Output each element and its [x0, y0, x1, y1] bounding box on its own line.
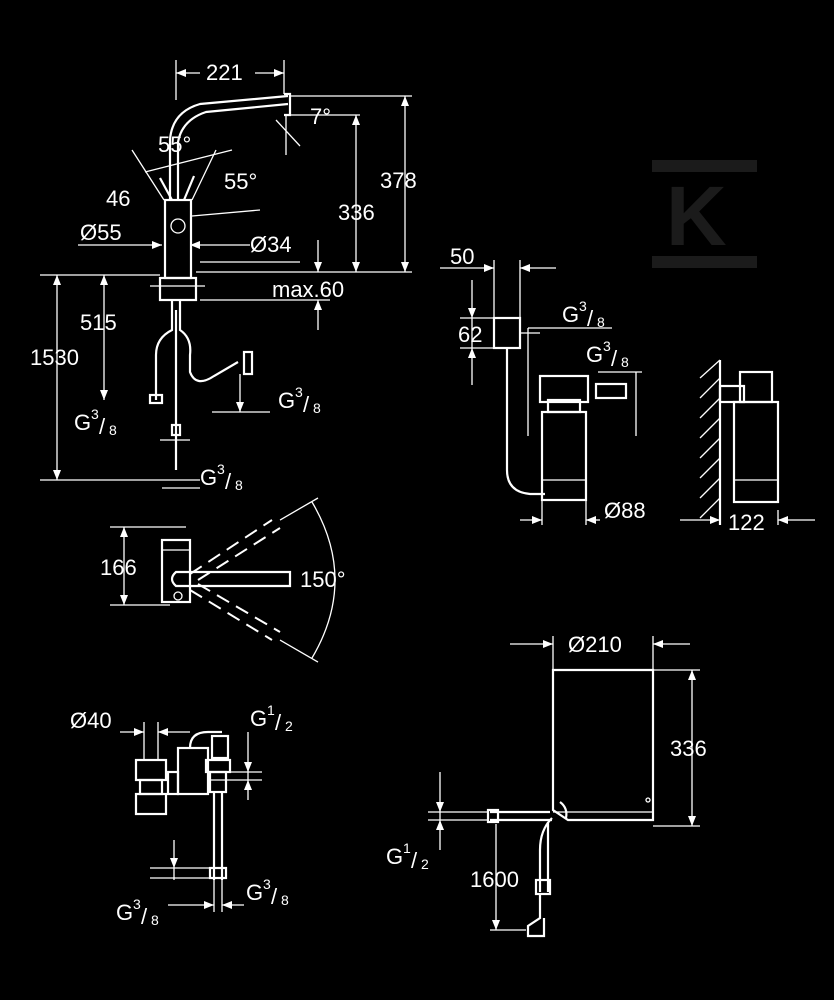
- faucet-drawing: [40, 60, 412, 489]
- svg-text:3: 3: [91, 406, 99, 422]
- faucet-labels: 221 7° 55° 55° 46 Ø55 Ø34 336 378 max.60…: [30, 60, 417, 494]
- dim-total-height: 378: [380, 168, 417, 193]
- faucet-thread-bottom: G 3 / 8: [200, 461, 243, 494]
- svg-text:8: 8: [109, 422, 117, 438]
- angle-handle-right: 55°: [224, 169, 257, 194]
- svg-text:2: 2: [285, 718, 293, 734]
- svg-text:8: 8: [151, 912, 159, 928]
- dim-tap-height: 62: [458, 322, 482, 347]
- svg-text:2: 2: [421, 856, 429, 872]
- svg-text:1: 1: [403, 840, 411, 856]
- dim-wall-distance: 122: [728, 510, 765, 535]
- svg-text:G: G: [562, 302, 579, 327]
- dim-hose-length: 515: [80, 310, 117, 335]
- swivel-drawing: [110, 497, 336, 663]
- angle-swivel-range: 150°: [300, 567, 346, 592]
- svg-text:G: G: [200, 465, 217, 490]
- svg-text:3: 3: [603, 338, 611, 354]
- svg-text:/: /: [141, 904, 148, 929]
- dim-hole-diameter: Ø34: [250, 232, 292, 257]
- filter-thread-side: G 3 / 8: [586, 338, 629, 371]
- svg-text:3: 3: [579, 298, 587, 314]
- filter-drawing: [440, 260, 815, 525]
- svg-text:3: 3: [295, 384, 303, 400]
- faucet-thread-right: G 3 / 8: [278, 384, 321, 417]
- filter-thread-top: G 3 / 8: [562, 298, 605, 331]
- svg-text:3: 3: [217, 461, 225, 477]
- svg-text:G: G: [74, 410, 91, 435]
- dim-total-hose-length: 1530: [30, 345, 79, 370]
- svg-text:8: 8: [313, 400, 321, 416]
- faucet-thread-left: G 3 / 8: [74, 406, 117, 439]
- svg-text:/: /: [611, 346, 618, 371]
- dim-tap-width: 50: [450, 244, 474, 269]
- svg-text:1: 1: [267, 702, 275, 718]
- svg-text:G: G: [250, 706, 267, 731]
- svg-text:8: 8: [281, 892, 289, 908]
- filter-labels: 50 62 G 3 / 8 G 3 / 8 Ø88 122: [450, 244, 765, 535]
- svg-text:G: G: [386, 844, 403, 869]
- valve-thread-right: G 3 / 8: [246, 876, 289, 909]
- angle-handle-left: 55°: [158, 132, 191, 157]
- svg-text:8: 8: [597, 314, 605, 330]
- valve-thread-left: G 3 / 8: [116, 896, 159, 929]
- dim-spout-height: 336: [338, 200, 375, 225]
- dim-swivel-height: 166: [100, 555, 137, 580]
- svg-text:3: 3: [263, 876, 271, 892]
- swivel-labels: 166 150°: [100, 555, 346, 592]
- svg-text:3: 3: [133, 896, 141, 912]
- svg-text:/: /: [271, 884, 278, 909]
- dim-handle-offset: 46: [106, 186, 130, 211]
- chiller-drawing: [428, 636, 700, 938]
- chiller-labels: Ø210 336 G 1 / 2 1600: [386, 632, 707, 892]
- svg-text:/: /: [225, 469, 232, 494]
- dim-spout-reach: 221: [206, 60, 243, 85]
- dim-chiller-diameter: Ø210: [568, 632, 622, 657]
- svg-text:/: /: [587, 306, 594, 331]
- angle-spout-tilt: 7°: [310, 104, 331, 129]
- svg-text:G: G: [278, 388, 295, 413]
- svg-text:/: /: [99, 414, 106, 439]
- dim-max-deck-thickness: max.60: [272, 277, 344, 302]
- dim-filter-diameter: Ø88: [604, 498, 646, 523]
- valve-drawing: [120, 722, 262, 912]
- chiller-thread: G 1 / 2: [386, 840, 429, 873]
- svg-text:G: G: [246, 880, 263, 905]
- svg-text:/: /: [411, 848, 418, 873]
- watermark-logo: K: [652, 160, 757, 268]
- dim-chiller-height: 336: [670, 736, 707, 761]
- svg-text:/: /: [275, 710, 282, 735]
- svg-text:8: 8: [235, 477, 243, 493]
- valve-labels: Ø40 G 1 / 2 G 3 / 8 G 3 / 8: [70, 702, 293, 929]
- svg-text:/: /: [303, 392, 310, 417]
- dim-body-diameter: Ø55: [80, 220, 122, 245]
- dim-valve-diameter: Ø40: [70, 708, 112, 733]
- svg-text:8: 8: [621, 354, 629, 370]
- valve-thread-top: G 1 / 2: [250, 702, 293, 735]
- svg-text:G: G: [586, 342, 603, 367]
- watermark-letter: K: [666, 169, 727, 263]
- svg-text:G: G: [116, 900, 133, 925]
- dim-hose-length-chiller: 1600: [470, 867, 519, 892]
